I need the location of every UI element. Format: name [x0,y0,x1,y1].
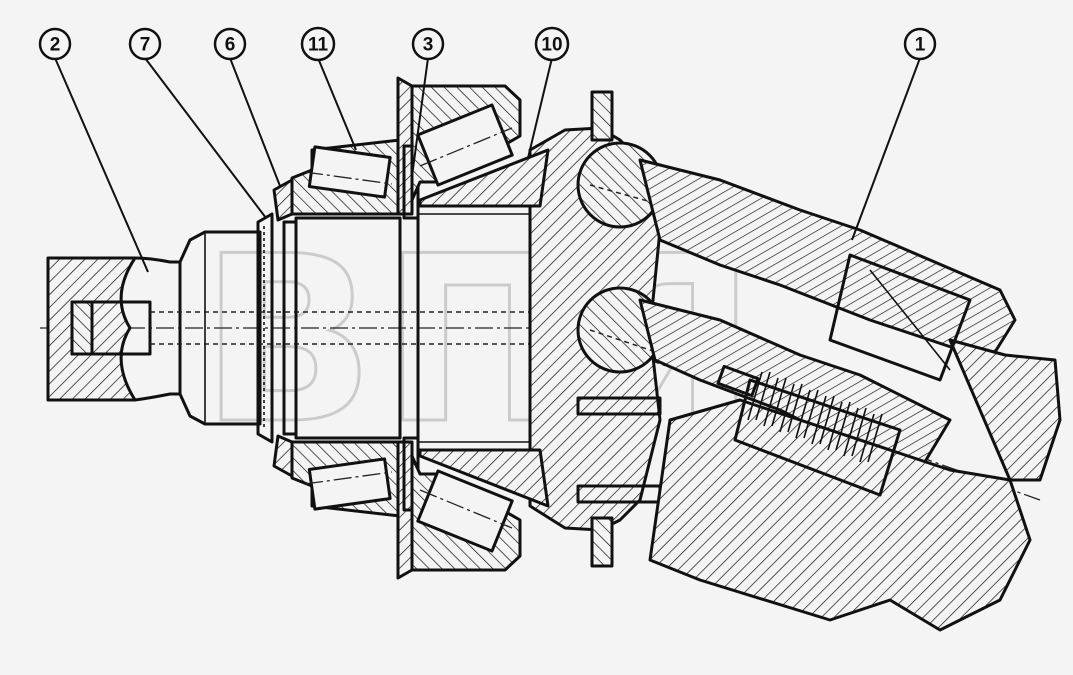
leader-7 [144,57,267,219]
callout-7: 7 [128,27,162,61]
piston-assembly [638,158,1062,632]
callout-3: 3 [411,27,445,61]
callout-label: 3 [423,35,434,56]
piston-spring [733,371,902,497]
callout-2: 2 [38,27,72,61]
outer-bearing-housing [410,84,522,572]
bearing-spacer [396,76,420,580]
callout-6: 6 [213,27,247,61]
output-shaft [46,230,560,426]
leader-11 [317,57,357,151]
leader-lines [54,57,921,273]
leader-6 [229,57,281,187]
callout-1: 1 [903,27,937,61]
leader-2 [54,57,149,273]
callout-label: 1 [915,35,926,56]
callout-label: 11 [308,35,329,56]
leader-3 [411,57,429,177]
splined-sleeve [256,212,274,444]
callout-label: 6 [225,35,236,56]
callout-label: 10 [541,35,562,56]
inner-tapered-bearing [290,138,402,518]
callout-10: 10 [534,26,570,62]
callout-11: 11 [300,26,336,62]
callout-label: 2 [50,35,61,56]
leader-10 [527,57,553,159]
leader-1 [851,57,921,241]
callout-label: 7 [140,35,151,56]
